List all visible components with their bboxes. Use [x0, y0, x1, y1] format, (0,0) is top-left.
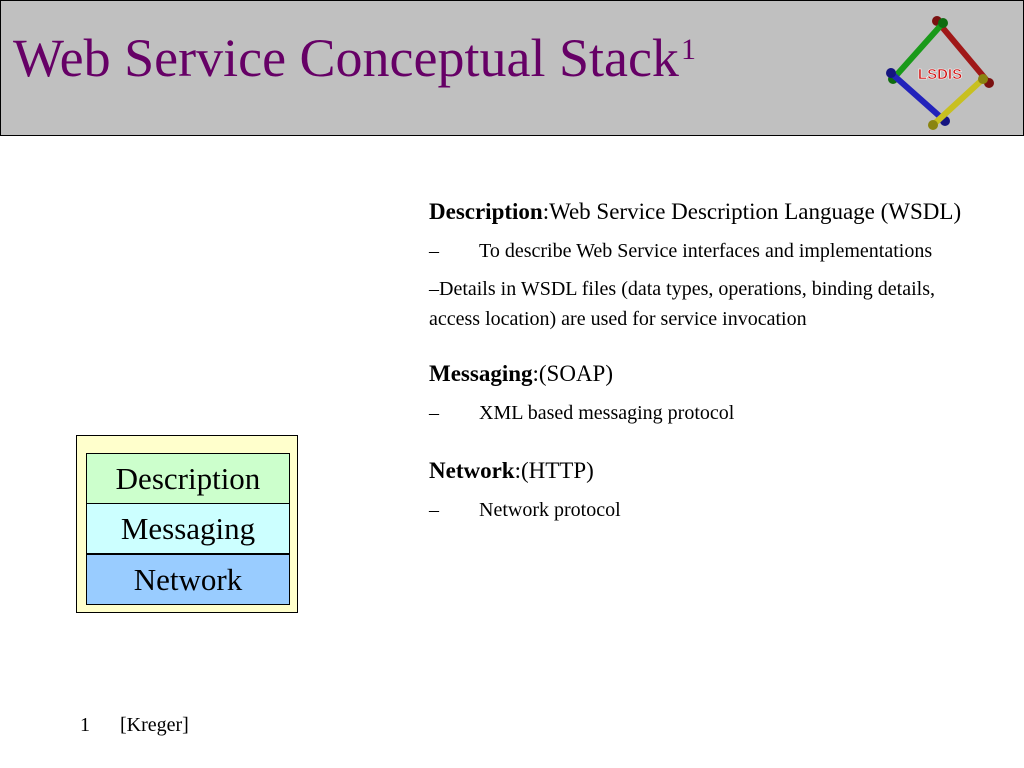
footnote-citation: [Kreger]: [120, 714, 189, 736]
section-heading-term: Description: [429, 199, 543, 224]
section-heading-term: Network: [429, 458, 515, 483]
bullet-dash: –: [429, 499, 439, 521]
section-heading-detail: :(SOAP): [532, 361, 614, 386]
section-heading-detail: :Web Service Description Language (WSDL): [542, 199, 962, 224]
bullet-dash: –: [429, 402, 439, 424]
section-messaging: Messaging:(SOAP) – XML based messaging pr…: [429, 358, 989, 428]
stack-layer-network: Network: [86, 554, 290, 605]
bullet-dash: –: [429, 240, 439, 262]
lsdis-logo: LSDIS: [886, 16, 994, 130]
section-heading: Messaging:(SOAP): [429, 358, 989, 390]
section-description: Description:Web Service Description Lang…: [429, 196, 989, 334]
bullet-item: –Details in WSDL files (data types, oper…: [429, 274, 989, 334]
bullet-text: Details in WSDL files (data types, opera…: [429, 278, 936, 330]
bullet-item: – Network protocol: [429, 495, 989, 525]
stack-layer-messaging: Messaging: [86, 503, 290, 554]
bullet-text: XML based messaging protocol: [479, 402, 735, 424]
section-heading-term: Messaging: [429, 361, 533, 386]
title-bar: Web Service Conceptual Stack1 LSDIS: [0, 0, 1024, 136]
section-network: Network:(HTTP) – Network protocol: [429, 455, 989, 525]
stack-layer-description: Description: [86, 453, 290, 504]
bullet-text: Network protocol: [479, 499, 621, 521]
slide-footer: 1 [Kreger]: [80, 714, 189, 737]
section-heading: Description:Web Service Description Lang…: [429, 196, 989, 228]
slide-body: Description:Web Service Description Lang…: [429, 196, 989, 525]
bullet-item: – To describe Web Service interfaces and …: [429, 236, 989, 266]
footnote-number: 1: [80, 714, 90, 736]
bullet-text: To describe Web Service interfaces and i…: [479, 240, 933, 262]
bullet-item: – XML based messaging protocol: [429, 398, 989, 428]
slide-title: Web Service Conceptual Stack1: [13, 31, 696, 85]
section-heading-detail: :(HTTP): [514, 458, 594, 483]
slide-title-text: Web Service Conceptual Stack: [13, 28, 679, 88]
stack-diagram: Description Messaging Network: [76, 435, 298, 613]
bullet-dash: –: [429, 278, 439, 300]
logo-text: LSDIS: [918, 66, 962, 83]
section-heading: Network:(HTTP): [429, 455, 989, 487]
title-footnote-marker: 1: [680, 33, 696, 66]
